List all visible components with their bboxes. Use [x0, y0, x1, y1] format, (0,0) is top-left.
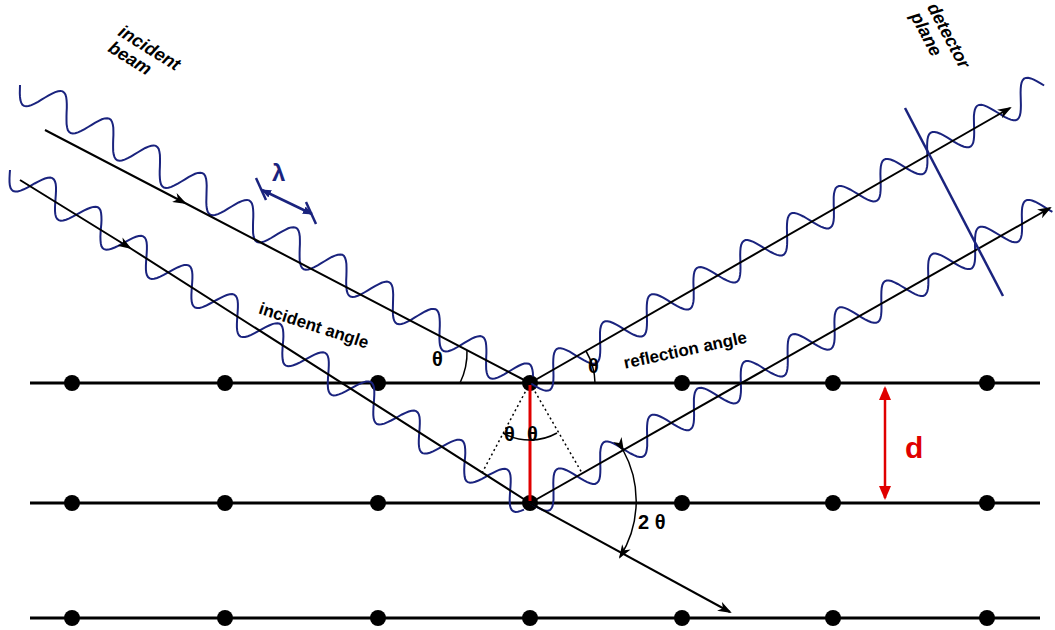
- angle-label: incident angle: [256, 300, 370, 352]
- atom-dot: [370, 495, 386, 511]
- two-theta-label: 2 θ: [638, 512, 666, 533]
- atom-dot: [979, 375, 995, 391]
- beam-label: incident beam: [105, 22, 201, 102]
- d-dimension: [884, 388, 887, 498]
- wavelength-dimension: [256, 178, 316, 224]
- atom-dot: [825, 495, 841, 511]
- atom-dot: [674, 495, 690, 511]
- wave-train: [530, 200, 1052, 511]
- rays: [20, 108, 1050, 612]
- atom-dot: [217, 495, 233, 511]
- atom-dot: [522, 610, 538, 626]
- atom-dot: [825, 375, 841, 391]
- atom-dot: [64, 375, 80, 391]
- detector-label: detector plane: [907, 0, 978, 88]
- detector-plane-line: [905, 108, 1003, 296]
- spacing-symbol: d: [905, 432, 923, 464]
- theta-symbol: θ: [504, 424, 515, 445]
- atom-dot: [64, 610, 80, 626]
- wave-trains: [10, 78, 1053, 512]
- atom-dot: [825, 610, 841, 626]
- angle-arcs: [460, 350, 636, 557]
- angle-label: reflection angle: [622, 329, 749, 373]
- atom-dot: [370, 610, 386, 626]
- theta-symbol: θ: [432, 349, 443, 370]
- atom-dot: [64, 495, 80, 511]
- atom-dot: [674, 375, 690, 391]
- wave-train: [20, 85, 533, 379]
- lattice-atoms: [64, 375, 995, 626]
- perpendicular-lines: [482, 383, 582, 473]
- atom-dot: [979, 495, 995, 511]
- atom-dot: [674, 610, 690, 626]
- atom-dot: [217, 375, 233, 391]
- atom-dot: [979, 610, 995, 626]
- wavelength-symbol: λ: [272, 160, 285, 185]
- atom-dot: [217, 610, 233, 626]
- theta-symbol: θ: [527, 424, 538, 445]
- theta-symbol: θ: [588, 356, 599, 377]
